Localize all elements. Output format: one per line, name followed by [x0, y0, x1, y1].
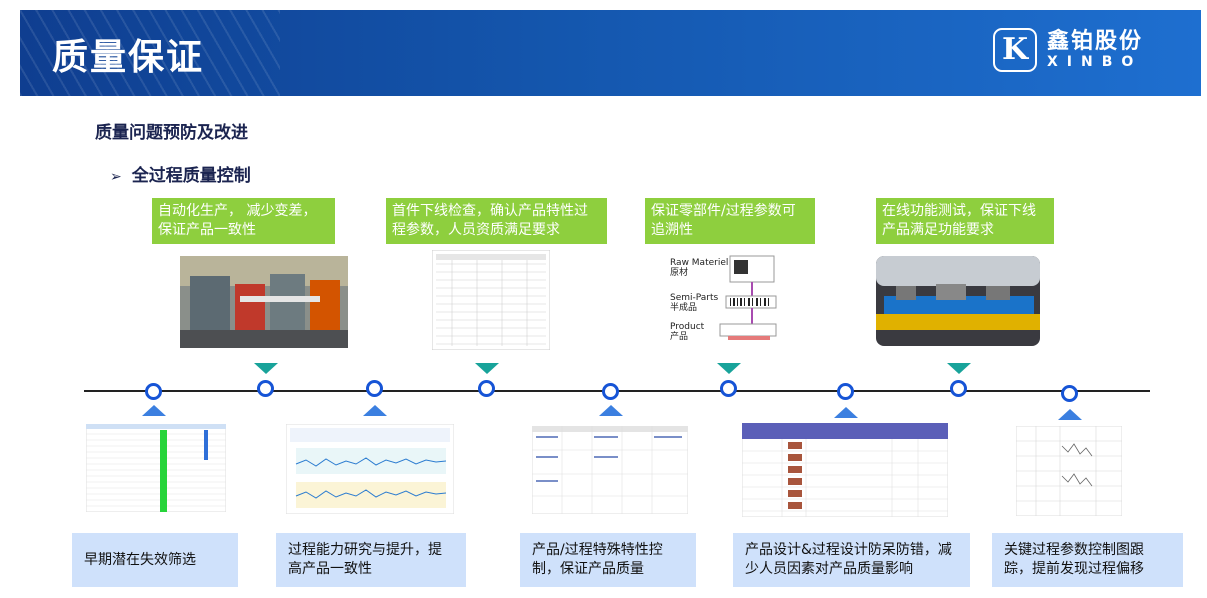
bottom-box-control-chart: 关键过程参数控制图跟踪，提前发现过程偏移	[992, 533, 1183, 587]
bottom-box-failure-screening: 早期潜在失效筛选	[72, 533, 238, 587]
pointer-up-icon	[834, 407, 858, 418]
process-capability-report	[286, 424, 454, 514]
pointer-down-icon	[254, 363, 278, 374]
error-proofing-table	[742, 423, 948, 517]
pointer-up-icon	[1058, 409, 1082, 420]
company-logo: K 鑫铂股份 XINBO	[992, 28, 1143, 72]
bullet-arrow-icon: ➢	[110, 169, 122, 185]
bottom-box-special-characteristics: 产品/过程特殊特性控制，保证产品质量	[520, 533, 696, 587]
top-box-traceability: 保证零部件/过程参数可追溯性	[645, 198, 815, 244]
top-box-first-article: 首件下线检查，确认产品特性过程参数，人员资质满足要求	[386, 198, 607, 244]
pointer-down-icon	[717, 363, 741, 374]
timeline-node	[837, 383, 854, 400]
top-box-automation: 自动化生产， 减少变差，保证产品一致性	[152, 198, 335, 244]
header-banner: 质量保证 K 鑫铂股份 XINBO	[20, 10, 1201, 96]
logo-name-en: XINBO	[1046, 54, 1143, 70]
bottom-box-process-capability: 过程能力研究与提升，提高产品一致性	[276, 533, 466, 587]
failure-screening-sheet	[86, 424, 226, 512]
timeline-node	[478, 380, 495, 397]
timeline-node	[1061, 385, 1078, 402]
timeline-node	[950, 380, 967, 397]
inspection-form-image	[432, 250, 550, 350]
timeline-node	[720, 380, 737, 397]
section-title: 质量问题预防及改进	[95, 123, 248, 143]
pointer-down-icon	[475, 363, 499, 374]
logo-mark-icon: K	[992, 28, 1037, 72]
timeline-node	[366, 380, 383, 397]
pointer-up-icon	[142, 405, 166, 416]
subsection-title: ➢全过程质量控制	[110, 166, 251, 186]
special-characteristics-table	[532, 426, 688, 514]
header-stripes	[20, 10, 280, 96]
bottom-box-error-proofing: 产品设计&过程设计防呆防错，减少人员因素对产品质量影响	[733, 533, 970, 587]
control-chart-sheet	[1016, 426, 1122, 516]
pointer-down-icon	[947, 363, 971, 374]
pointer-up-icon	[599, 405, 623, 416]
logo-name-cn: 鑫铂股份	[1046, 29, 1143, 54]
timeline-node	[602, 383, 619, 400]
factory-photo	[180, 256, 348, 348]
function-test-photo	[876, 256, 1040, 346]
timeline-node	[257, 380, 274, 397]
page-title: 质量保证	[52, 37, 205, 78]
traceability-diagram	[719, 255, 777, 340]
pointer-up-icon	[363, 405, 387, 416]
timeline-node	[145, 383, 162, 400]
top-box-function-test: 在线功能测试，保证下线产品满足功能要求	[876, 198, 1054, 244]
